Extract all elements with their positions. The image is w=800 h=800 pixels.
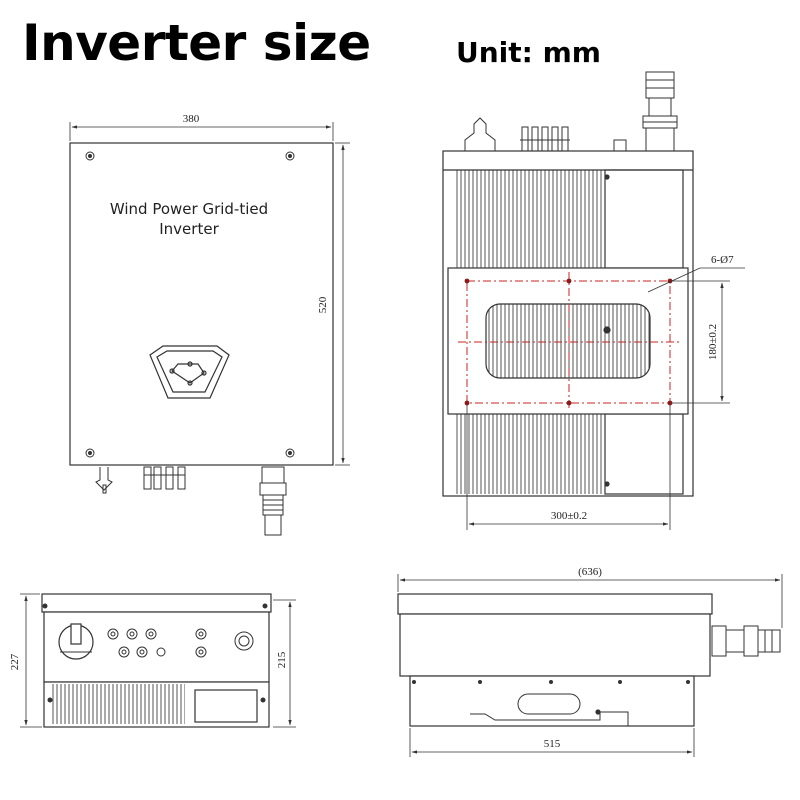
bottom-view: [41, 593, 272, 728]
side-body-length-dimension: [409, 728, 695, 757]
rear-heatsink-top: [455, 170, 605, 268]
front-label-line2: Inverter: [159, 220, 219, 238]
vertical-pitch-dim-text: 180±0.2: [707, 324, 719, 360]
horizontal-pitch-dim-text: 300±0.2: [551, 510, 587, 522]
bracket-window: [485, 303, 651, 379]
front-bottom-connectors: [95, 466, 287, 536]
front-view: [69, 142, 334, 536]
front-display-icon: [149, 345, 230, 399]
front-screws: [85, 151, 295, 458]
side-body-length-text: 515: [544, 738, 561, 750]
holes-dim-text: 6-Ø7: [711, 254, 734, 266]
vertical-pitch-dimension: [672, 280, 730, 404]
front-width-dimension: [69, 122, 334, 141]
bottom-overall-height-text: 227: [9, 653, 21, 670]
front-width-dim-text: 380: [183, 113, 200, 125]
horizontal-pitch-dimension: [466, 405, 671, 530]
front-label-line1: Wind Power Grid-tied: [110, 200, 268, 218]
unit-label: Unit: mm: [456, 36, 601, 69]
front-enclosure: [69, 142, 334, 466]
front-height-dimension: [335, 142, 350, 466]
side-overall-length-text: (636): [578, 566, 602, 578]
bottom-body-height-text: 215: [276, 651, 288, 668]
page-title: Inverter size: [22, 14, 371, 72]
rear-view: [442, 71, 694, 497]
holes-leader: [647, 267, 745, 293]
side-overall-length-dimension: [397, 574, 783, 628]
side-view: [397, 593, 781, 727]
front-height-dim-text: 520: [317, 296, 329, 313]
rear-heatsink-bottom: [455, 414, 605, 494]
bottom-overall-height-dimension: [20, 593, 296, 728]
